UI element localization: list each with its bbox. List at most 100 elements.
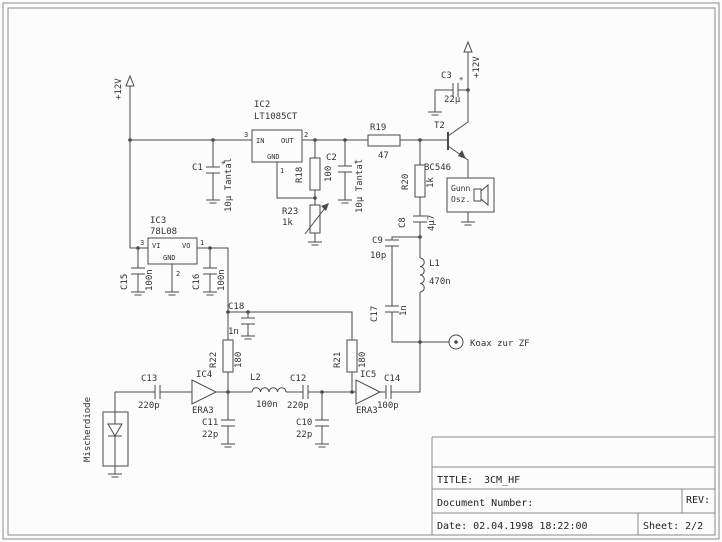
c11-value: 22p <box>202 430 218 440</box>
ic3-part: 78L08 <box>150 227 177 237</box>
supply-arrow-icon <box>125 74 135 87</box>
l1-coil <box>419 257 425 293</box>
ic4-part: ERA3 <box>192 406 214 416</box>
ic5-amp-triangle <box>355 379 382 405</box>
component-c9: C9 10p <box>370 236 386 261</box>
ic3-pin-num-vo: 1 <box>200 239 204 247</box>
l1-value: 470n <box>429 277 451 287</box>
component-c14: C14 100p <box>377 374 400 411</box>
ic3-label: IC3 <box>150 216 166 226</box>
ic3-pin-num-vi: 3 <box>140 239 144 247</box>
r19-body <box>367 134 401 147</box>
ic3-pin-vi: VI <box>152 242 160 250</box>
ic4-label: IC4 <box>196 370 212 380</box>
vcc-arrow-right: +12V <box>463 40 482 78</box>
c13-value: 220p <box>138 401 160 411</box>
title-value: 3CM_HF <box>484 475 520 486</box>
component-c16: C16 100n <box>192 269 227 291</box>
component-c13: C13 220p <box>138 374 160 411</box>
component-r20: R20 1k <box>401 164 436 198</box>
c1-value: 10µ Tantal <box>224 158 234 212</box>
diode-icon <box>107 423 123 437</box>
component-c15: C15 100n <box>120 269 155 291</box>
junction-dots <box>128 88 470 394</box>
c3-label: C3 <box>441 71 452 81</box>
component-l2: L2 100n <box>250 373 287 410</box>
r19-value: 47 <box>378 151 389 161</box>
t2-emitter-arrow-icon <box>458 150 466 159</box>
c8-label: C8 <box>398 217 408 228</box>
t2-label: T2 <box>434 121 445 131</box>
component-t2: T2 BC546 <box>424 121 466 173</box>
r18-label: R18 <box>295 167 305 183</box>
ic3-box <box>147 237 198 265</box>
koax-label: Koax zur ZF <box>470 339 530 349</box>
component-r21: R21 180 <box>333 339 368 373</box>
c1-polarity: + <box>221 159 225 167</box>
coax-center-pin <box>454 340 458 344</box>
horn-icon <box>473 188 482 202</box>
component-ic4: IC4 ERA3 <box>191 370 218 416</box>
c2-label: C2 <box>326 153 337 163</box>
component-c8: C8 4µ7 <box>398 215 437 231</box>
r23-label: R23 <box>282 207 298 217</box>
r22-body <box>222 339 234 373</box>
t2-part: BC546 <box>424 163 451 173</box>
component-c2: C2 + 10µ Tantal <box>326 153 365 213</box>
c12-value: 220p <box>287 401 309 411</box>
c18-value: 1n <box>228 327 239 337</box>
ic2-label: IC2 <box>254 100 270 110</box>
r22-label: R22 <box>209 352 219 368</box>
c15-value: 100n <box>145 269 155 291</box>
vcc-arrow-left: +12V <box>114 74 135 100</box>
c15-label: C15 <box>120 274 130 290</box>
c3-polarity: + <box>459 75 463 83</box>
c13-label: C13 <box>141 374 157 384</box>
docnum-label: Document Number: <box>437 498 533 509</box>
horn-cone-icon <box>480 183 489 207</box>
ic3-pin-num-gnd: 2 <box>176 270 180 278</box>
title-label: TITLE: <box>437 475 473 486</box>
page-border-inner <box>7 7 716 536</box>
component-r18: R18 100 <box>295 157 334 191</box>
vcc-left-label: +12V <box>114 78 124 100</box>
c16-value: 100n <box>217 269 227 291</box>
c17-value: 1n <box>399 305 409 316</box>
ic4-amp-triangle <box>191 379 218 405</box>
ic2-pin-num-gnd: 1 <box>280 167 284 175</box>
gunn-box <box>446 177 495 213</box>
supply-arrow-icon <box>463 40 473 53</box>
component-c12: C12 220p <box>287 374 309 411</box>
ic2-pin-num-in: 3 <box>244 131 248 139</box>
c2-polarity: + <box>354 158 358 166</box>
vcc-right-label: +12V <box>472 56 482 78</box>
r19-label: R19 <box>370 123 386 133</box>
component-c1: C1 + 10µ Tantal <box>192 158 234 212</box>
component-c11: C11 22p <box>202 418 218 440</box>
r23-body <box>309 204 321 234</box>
gunn-label-1: Gunn <box>451 184 470 193</box>
c10-label: C10 <box>296 418 312 428</box>
c3-value: 22µ <box>444 95 461 105</box>
capacitor-plates <box>131 83 459 427</box>
c14-value: 100p <box>377 401 399 411</box>
ic2-part: LT1085CT <box>254 112 298 122</box>
component-c3: C3 + 22µ <box>441 71 463 105</box>
rev-label: REV: <box>686 495 710 506</box>
r20-label: R20 <box>401 174 411 190</box>
r23-value: 1k <box>282 218 293 228</box>
ic2-pin-in: IN <box>256 137 264 145</box>
ic3-pin-gnd: GND <box>163 254 176 262</box>
c18-label: C18 <box>228 302 244 312</box>
r18-value: 100 <box>324 166 334 182</box>
ic5-label: IC5 <box>360 370 376 380</box>
ic2-pin-out: OUT <box>281 137 294 145</box>
r20-body <box>414 164 426 198</box>
component-r22: R22 180 <box>209 339 244 373</box>
ground-symbols <box>108 111 475 478</box>
title-block-lines <box>431 436 715 535</box>
r21-value: 180 <box>358 352 368 368</box>
l1-label: L1 <box>429 259 440 269</box>
